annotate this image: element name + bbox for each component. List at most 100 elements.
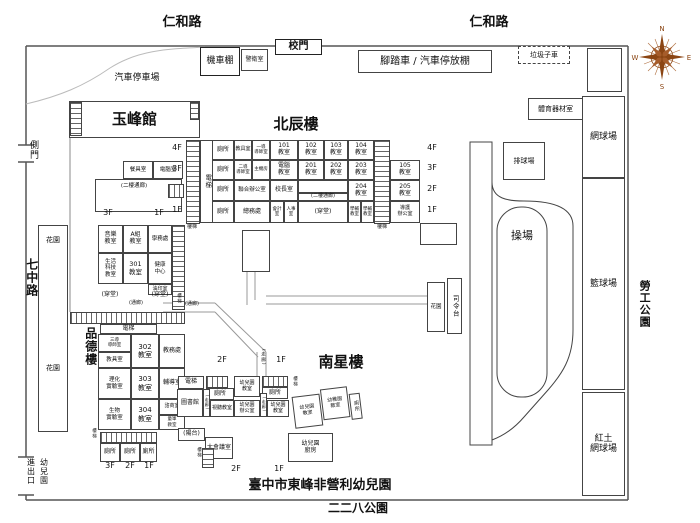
tableware-room: 餐具室 (123, 161, 153, 179)
side-gate: 側門 (28, 140, 39, 160)
compass-icon: N E S W (632, 25, 692, 91)
nx-elevator: 電梯 (178, 376, 204, 389)
music-classroom: 音樂 教室 (98, 225, 123, 253)
classroom-203: 203 教室 (348, 160, 374, 180)
kindergarten-classroom-4: 幼稚園 教室 (319, 386, 351, 421)
classroom-204: 204 教室 (348, 180, 374, 201)
nx-corridor-2: (走廊) (260, 393, 267, 417)
nx-floor-2f-top: 2F (217, 355, 227, 364)
nx-stairs-3 (202, 448, 214, 468)
compass-s: S (660, 83, 665, 91)
corridor-tonglang: (通廊) (185, 301, 199, 307)
pd-hall-east: (穿堂) (151, 291, 169, 298)
pd-teaching-aids: 教具室 (98, 352, 131, 368)
yufeng-stairs-east (190, 102, 199, 120)
pd-floor-1f: 1F (144, 461, 154, 470)
bc-stairs-w-label: 樓梯 (186, 224, 198, 230)
life-tech-classroom: 生活 科技 教室 (98, 253, 123, 284)
228-park: 二二八公園 (327, 501, 389, 515)
garden-west-strip (38, 225, 68, 432)
clay-tennis-court: 紅土 網球場 (582, 392, 625, 496)
bc-floor-4f-w: 4F (172, 143, 182, 152)
bc-4f-grade1-office: 一導 導師室 (252, 140, 270, 160)
school-gate: 校門 (275, 39, 322, 55)
annex-stairs (168, 184, 184, 198)
joint-office: 聯合辦公室 (234, 180, 270, 201)
pd-stairs-bottom-label: 樓梯 (91, 428, 97, 439)
garden-east: 花園 (427, 282, 445, 332)
bc-2f-toilet: 廁所 (212, 180, 234, 201)
bike-car-shed: 腳踏車 / 汽車停放棚 (358, 50, 492, 73)
car-parking: 汽車停車場 (114, 73, 160, 83)
pinde-building: 品德樓 (83, 327, 98, 366)
wing-toilet: 廁所 (348, 392, 363, 420)
classroom-304: 304 教室 (131, 399, 159, 430)
basketball-court: 籃球場 (582, 178, 625, 390)
kindergarten-classroom-3: 幼兒園 教室 (291, 393, 324, 429)
bc-2f-corridor: (二樓通廊) (298, 193, 348, 201)
yufeng-hall: 玉峰館 (69, 101, 200, 138)
classroom-303: 303 教室 (131, 368, 159, 399)
tennis-court: 網球場 (582, 96, 625, 178)
nx-stairs-s-label: 樓梯 (196, 447, 202, 458)
kindergarten-classroom-1: 幼兒園 教室 (234, 376, 260, 397)
bc-floor-3f-e: 3F (427, 163, 437, 172)
compass-w: W (632, 54, 639, 62)
server-room: 主機房 (252, 160, 270, 180)
balcony: (陽台) (178, 428, 205, 441)
bc-stairs-e-label: 樓梯 (376, 224, 388, 230)
pd-stairs-top (172, 225, 185, 310)
bc-floor-3f-w: 3F (172, 164, 182, 173)
accounting-office: 會計 室 (270, 201, 284, 223)
counseling-classroom-2: 學輔 教室 (361, 201, 374, 223)
compass-e: E (687, 54, 691, 62)
pd-floor-3f: 3F (105, 461, 115, 470)
principal-office: 校長室 (270, 180, 298, 201)
classroom-102: 102 教室 (298, 140, 324, 160)
laborer-park: 勞工公園 (638, 280, 652, 328)
classroom-301: 301 教室 (123, 253, 148, 284)
kindergarten-kitchen: 幼兒園 廚房 (288, 433, 333, 462)
counseling-classroom-1: 學輔 教室 (348, 201, 361, 223)
classroom-105: 105 教室 (390, 160, 420, 180)
library: 圖書館 (177, 389, 203, 417)
classroom-202: 202 教室 (324, 160, 348, 180)
pd-grade3-office: 三導 導師室 (98, 334, 131, 352)
student-affairs-office: 學務處 (148, 225, 172, 253)
bc-stairs-east (374, 140, 390, 224)
kinder-gate-name: 幼兒園 (39, 458, 49, 485)
nx-toilet-west: 廁所 (206, 388, 234, 400)
podium: 司令台 (447, 278, 462, 334)
pd-corridor-hatch (70, 312, 185, 324)
nx-stairs-1 (206, 376, 228, 388)
corridor-lines (163, 272, 428, 376)
bc-floor-2f-e: 2F (427, 184, 437, 193)
bc-1f-toilet: 廁所 (212, 201, 234, 223)
kindergarten-classroom-2: 幼兒園 教室 (267, 400, 289, 417)
biology-lab: 生物 實驗室 (98, 399, 131, 430)
pd-hall-west: (穿堂) (101, 291, 119, 298)
kindergarten-office: 幼兒園 辦公室 (234, 400, 260, 417)
classroom-201: 201 教室 (298, 160, 324, 180)
bc-floor-1f-e: 1F (427, 205, 437, 214)
academic-affairs-office: 教務處 (159, 334, 185, 368)
physics-chem-lab: 理化 實驗室 (98, 368, 131, 399)
pd-floor-2f: 2F (125, 461, 135, 470)
running-track-outer (469, 141, 574, 446)
classroom-104: 104 教室 (348, 140, 374, 160)
nx-floor-1f-bottom: 1F (274, 464, 284, 473)
pd-stairs-top-label: 樓梯 (176, 293, 182, 304)
trash-carts: 垃圾子車 (518, 46, 570, 64)
pd-toilet-2f: 廁所 (120, 443, 140, 462)
health-center: 健康 中心 (148, 253, 172, 284)
computer-classroom: 電腦 教室 (270, 160, 298, 180)
bc-stairs-west (186, 140, 200, 224)
garden-west-label-n: 花園 (46, 236, 60, 244)
classroom-103: 103 教室 (324, 140, 348, 160)
campus-wall (18, 45, 629, 501)
road-qizhong: 七中路 (24, 258, 39, 297)
nx-floor-2f-bottom: 2F (231, 464, 241, 473)
bc-floor-1f-w: 1F (172, 205, 182, 214)
bc-4f-toilet: 廁所 (212, 140, 234, 160)
